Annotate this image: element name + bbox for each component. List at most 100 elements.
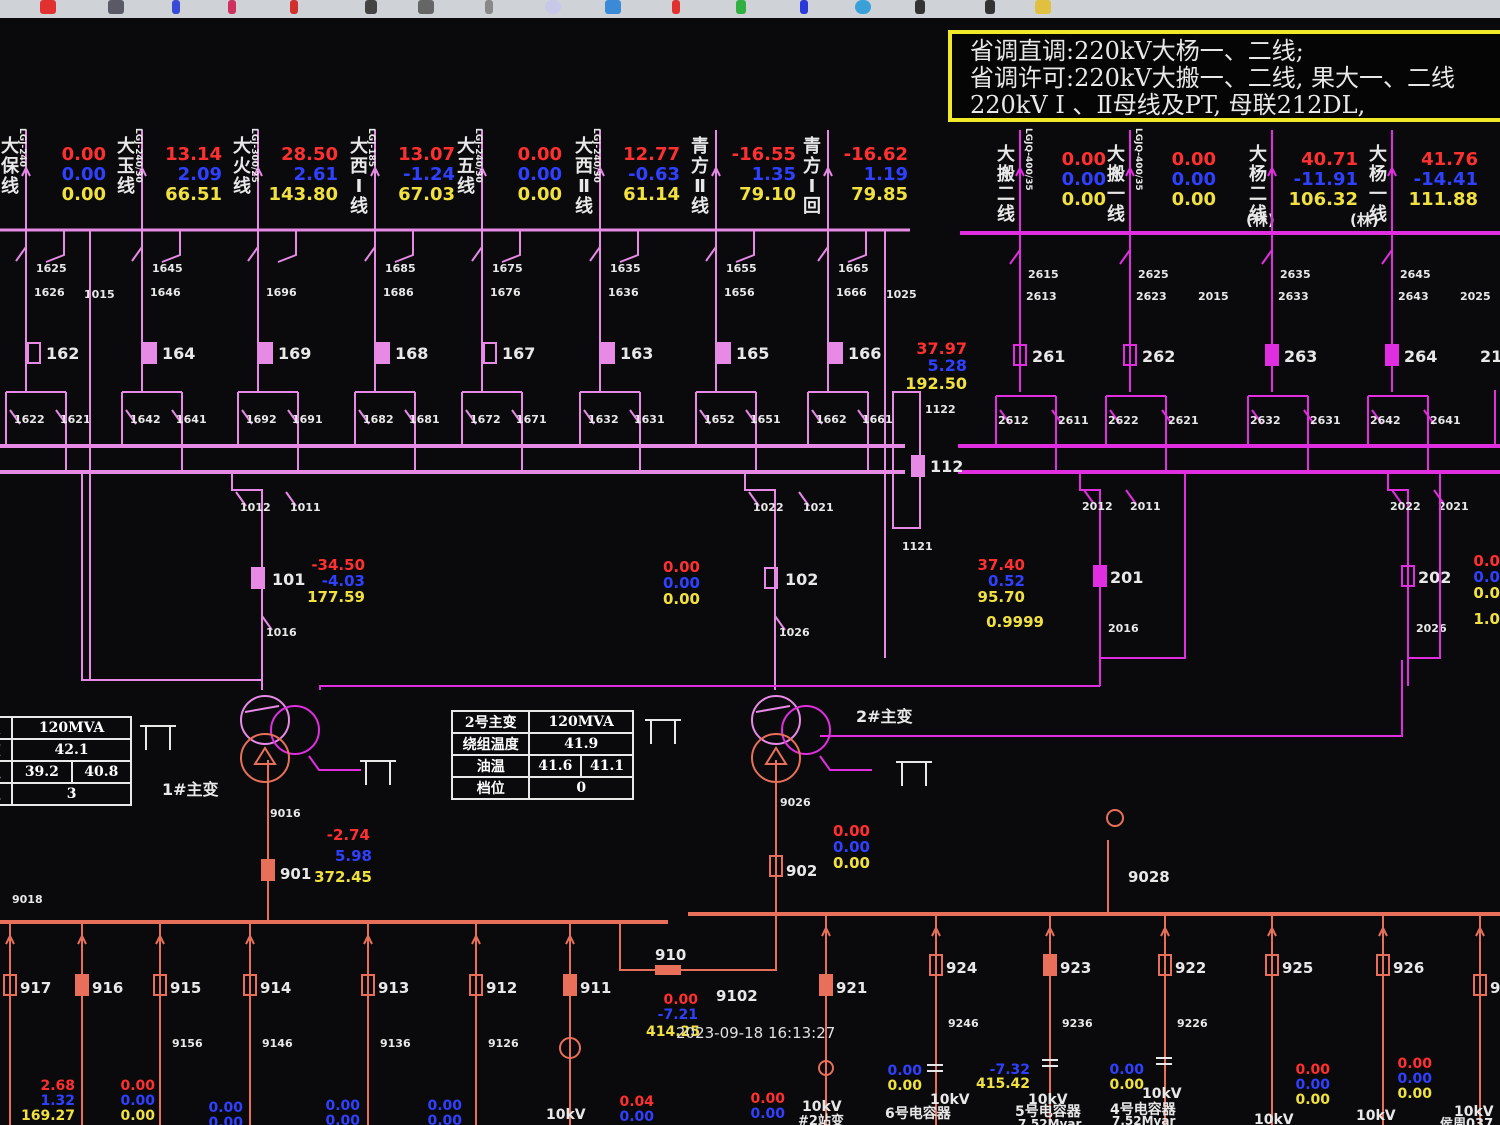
breaker-917[interactable] xyxy=(3,974,17,996)
transformer-220-lead xyxy=(1079,472,1101,686)
orb-icon[interactable] xyxy=(545,0,561,14)
power-factor-value: 0.9999 xyxy=(986,613,1044,631)
breaker-201[interactable] xyxy=(1093,565,1107,587)
breaker-910[interactable] xyxy=(655,965,681,975)
active-power-value: -7.32 xyxy=(990,1062,1030,1078)
reactive-power-value: 0.00 xyxy=(518,164,562,185)
breaker-167[interactable] xyxy=(483,342,497,364)
breaker-261[interactable] xyxy=(1013,344,1027,366)
breaker-915[interactable] xyxy=(153,974,167,996)
breaker-916[interactable] xyxy=(75,974,89,996)
breaker-112[interactable] xyxy=(911,455,925,477)
transformer-winding-mv[interactable] xyxy=(270,705,320,755)
breaker-168[interactable] xyxy=(376,342,390,364)
breaker-166[interactable] xyxy=(829,342,843,364)
feeder-name-char: 二 xyxy=(1249,184,1267,205)
window-icon[interactable] xyxy=(108,0,124,14)
switch-label: 1672 xyxy=(470,413,501,426)
line-icon[interactable] xyxy=(228,0,236,14)
info-value: 41.9 xyxy=(528,732,634,756)
pin-icon[interactable] xyxy=(485,0,493,14)
active-power-value: 12.77 xyxy=(623,144,680,165)
bracket-icon[interactable] xyxy=(915,0,925,14)
switch-label: 2026 xyxy=(1416,622,1447,635)
switch-label: 2016 xyxy=(1108,622,1139,635)
breaker-914[interactable] xyxy=(243,974,257,996)
disconnect-switch xyxy=(1251,409,1263,425)
reactive-power-value: 0.00 xyxy=(120,1093,155,1109)
active-power-value: 0.00 xyxy=(1109,1062,1144,1078)
feeder-tag: (林) xyxy=(1350,211,1379,229)
breaker-262[interactable] xyxy=(1123,344,1137,366)
feeder-arrow xyxy=(5,933,15,945)
text-icon[interactable] xyxy=(800,0,808,14)
globe-icon[interactable] xyxy=(855,0,871,14)
folder-icon[interactable] xyxy=(1035,0,1051,14)
switch-label: 1651 xyxy=(750,413,781,426)
switch-label: 2622 xyxy=(1108,414,1139,427)
load-symbol xyxy=(559,1037,581,1059)
switch-label: 2643 xyxy=(1398,290,1429,303)
breaker-label: 165 xyxy=(736,344,769,363)
breaker-165[interactable] xyxy=(717,342,731,364)
feeder-name-char: 方 xyxy=(803,155,821,177)
breaker-913[interactable] xyxy=(361,974,375,996)
feeder-voltage: 10kV xyxy=(802,1099,842,1115)
bracket2-icon[interactable] xyxy=(985,0,995,14)
breaker-924[interactable] xyxy=(929,954,943,976)
breaker-102[interactable] xyxy=(764,567,778,589)
reactive-power-value: 0.00 xyxy=(427,1113,462,1125)
breaker-202[interactable] xyxy=(1401,565,1415,587)
breaker-923[interactable] xyxy=(1043,954,1057,976)
cable-type: LGJ-240/30 xyxy=(473,128,483,183)
transformer-winding-mv[interactable] xyxy=(781,705,831,755)
transformer-winding-hv[interactable] xyxy=(751,695,801,745)
feeder-name-char: 线 xyxy=(233,175,251,197)
tool-icon[interactable] xyxy=(365,0,377,14)
breaker-162[interactable] xyxy=(27,342,41,364)
arrow-icon[interactable] xyxy=(290,0,298,14)
feeder-name-char: 大 xyxy=(457,135,475,157)
app-icon[interactable] xyxy=(40,0,56,14)
line-arrow xyxy=(1387,165,1397,177)
bus-tie xyxy=(619,914,777,971)
breaker-163[interactable] xyxy=(601,342,615,364)
image-icon[interactable] xyxy=(418,0,434,14)
transformer-winding-lv[interactable] xyxy=(240,733,290,783)
feeder-name-char: 五 xyxy=(457,156,475,177)
switch-label: 1682 xyxy=(363,413,394,426)
breaker-92[interactable] xyxy=(1473,974,1487,996)
breaker-164[interactable] xyxy=(143,342,157,364)
breaker-label: 264 xyxy=(1404,347,1437,366)
reactive-power-value: 1.19 xyxy=(864,164,908,185)
breaker-902[interactable] xyxy=(769,855,783,877)
breaker-922[interactable] xyxy=(1158,954,1172,976)
book-icon[interactable] xyxy=(605,0,621,14)
breaker-925[interactable] xyxy=(1265,954,1279,976)
flag-icon[interactable] xyxy=(672,0,680,14)
breaker-264[interactable] xyxy=(1385,344,1399,366)
capacitor-rating: 7.52Mvar xyxy=(1112,1114,1175,1125)
pen-icon[interactable] xyxy=(172,0,180,14)
breaker-901[interactable] xyxy=(261,859,275,881)
switch-label: 2615 xyxy=(1028,268,1059,281)
breaker-912[interactable] xyxy=(469,974,483,996)
breaker-911[interactable] xyxy=(563,974,577,996)
breaker-101[interactable] xyxy=(251,567,265,589)
breaker-926[interactable] xyxy=(1376,954,1390,976)
cable-type: LGJ-240/30 xyxy=(133,128,143,183)
disconnect-switch xyxy=(1125,489,1137,505)
current-value: 0.00 xyxy=(1397,1086,1432,1102)
current-value: 111.88 xyxy=(1409,189,1478,210)
feeder-name-char: 大 xyxy=(997,143,1015,165)
leaf-icon[interactable] xyxy=(736,0,746,14)
breaker-921[interactable] xyxy=(819,974,833,996)
pt-symbol[interactable] xyxy=(1106,809,1124,827)
transformer-winding-hv[interactable] xyxy=(240,695,290,745)
breaker-263[interactable] xyxy=(1265,344,1279,366)
line-arrow xyxy=(1125,165,1135,177)
reactive-power-value: -7.21 xyxy=(658,1007,698,1023)
active-power-value: 13.14 xyxy=(165,144,222,165)
breaker-label: 916 xyxy=(92,979,123,997)
breaker-169[interactable] xyxy=(259,342,273,364)
